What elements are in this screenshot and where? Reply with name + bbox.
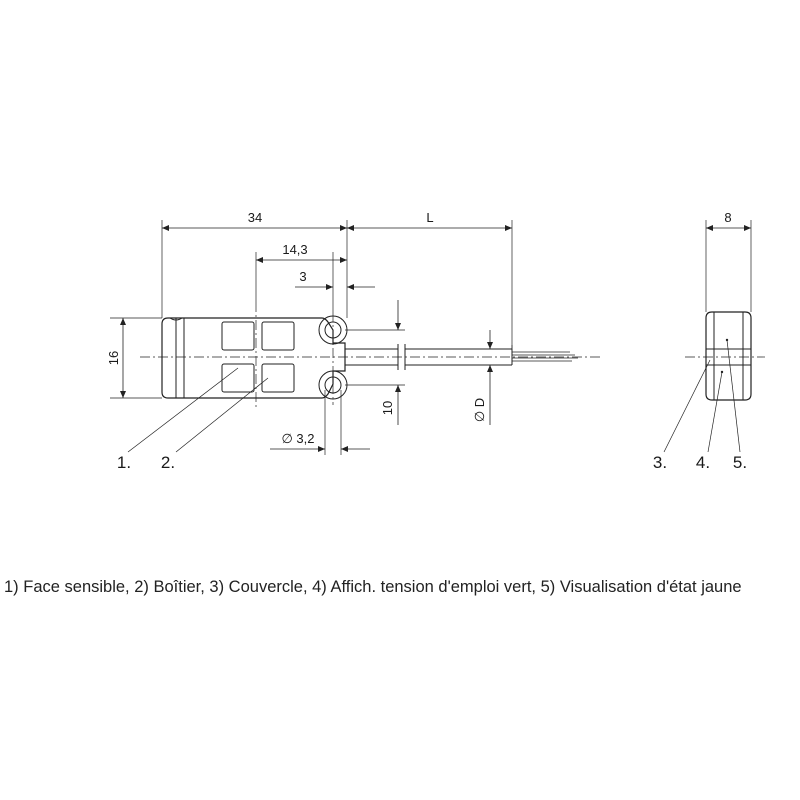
callout-2: 2. [161,453,175,472]
callout-leaders [127,339,741,453]
sensor-side-view [705,311,752,401]
dim-hole-diameter: ∅ 3,2 [281,431,314,446]
dim-cable-diameter: ∅ D [472,398,487,422]
dim-height-16: 16 [106,351,121,365]
cable [345,344,578,370]
callout-1: 1. [117,453,131,472]
dim-width-8: 8 [724,210,731,225]
callout-5: 5. [733,453,747,472]
dim-length-34: 34 [248,210,262,225]
dim-3: 3 [299,269,306,284]
dim-cable-length: L [426,210,433,225]
callout-3: 3. [653,453,667,472]
led-green-dot [720,370,724,374]
dim-10: 10 [380,401,395,415]
dimension-lines [120,225,751,452]
sensor-housing-front [161,317,346,399]
dim-14-3: 14,3 [282,242,307,257]
legend-caption: 1) Face sensible, 2) Boîtier, 3) Couverc… [4,578,742,596]
center-lines [140,302,765,410]
sensing-windows [221,321,295,393]
callout-4: 4. [696,453,710,472]
led-yellow-dot [725,338,729,342]
